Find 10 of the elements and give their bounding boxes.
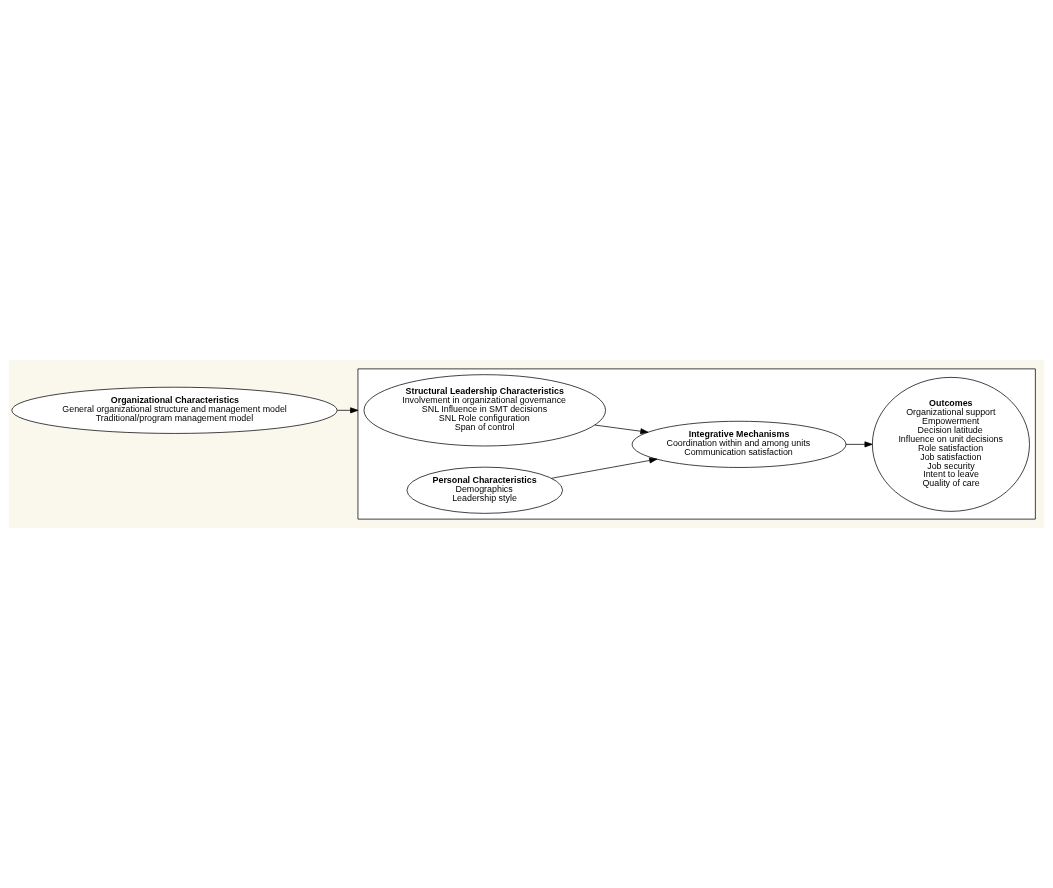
node-ellipse: Personal Characteristics Demographics Leadership style bbox=[406, 466, 563, 514]
arrow bbox=[594, 424, 649, 435]
arrow bbox=[336, 407, 359, 414]
node-ellipse: Outcomes Organizational support Empowerment Decision latitude Influence on unit decisions Role satisfaction Job satisfaction Job security Intent to leave Quality of care bbox=[872, 377, 1030, 512]
arrow bbox=[845, 441, 873, 448]
cluster bbox=[357, 368, 1036, 520]
arrow bbox=[551, 457, 658, 479]
node-ellipse: Integrative Mechanisms Coordination within and among units Communication satisfaction bbox=[631, 420, 847, 468]
node-ellipse: Structural Leadership Characteristics Involvement in organizational governance SNL Influence in SMT decisions SNL Role configuration Span of control bbox=[363, 374, 606, 447]
node-ellipse: Organizational Characteristics General organizational structure and management model Traditional/program management model bbox=[11, 386, 338, 434]
